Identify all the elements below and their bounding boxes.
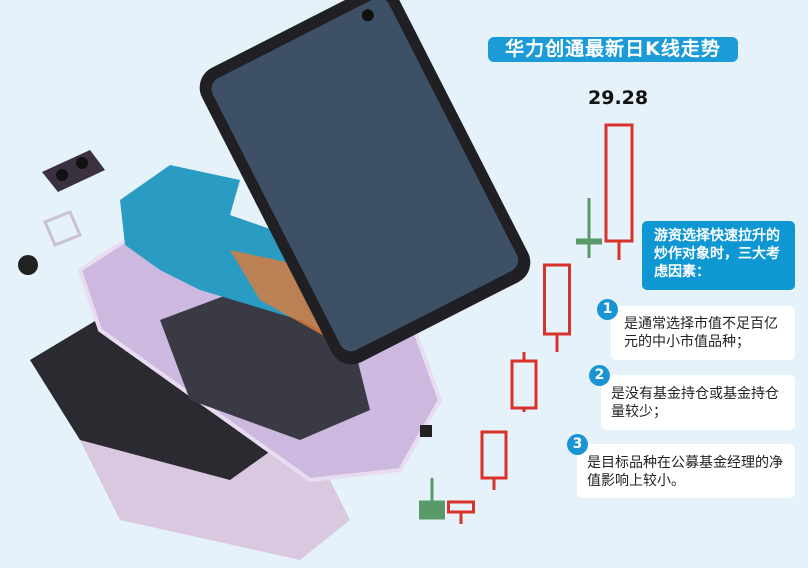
chart-title: 华力创通最新日K线走势: [488, 37, 738, 62]
candle-body-6: [576, 238, 602, 245]
candlestick-chart: [419, 123, 634, 524]
camera-module: [42, 150, 105, 192]
candle-body-3: [480, 430, 508, 480]
candle-body-7: [604, 123, 634, 243]
factor-item-2: 是没有基金持仓或基金持仓量较少；: [601, 375, 795, 430]
phone-screen: [199, 0, 531, 365]
factor-number-badge: 2: [589, 365, 610, 386]
factor-number-badge: 1: [597, 299, 618, 320]
candle-body-1: [419, 500, 445, 520]
candle-body-2: [447, 500, 475, 514]
connector: [420, 425, 432, 437]
front-camera: [18, 255, 38, 275]
factor-text: 是目标品种在公募基金经理的净值影响上较小。: [587, 455, 783, 489]
factor-item-1: 是通常选择市值不足百亿元的中小市值品种；: [611, 306, 795, 360]
factor-item-3: 是目标品种在公募基金经理的净值影响上较小。: [577, 444, 795, 498]
factor-number-badge: 3: [567, 434, 588, 455]
factor-text: 是通常选择市值不足百亿元的中小市值品种；: [624, 316, 778, 350]
factor-heading: 游资选择快速拉升的炒作对象时，三大考虑因素：: [642, 221, 795, 290]
candle-body-4: [510, 359, 538, 410]
factor-text: 是没有基金持仓或基金持仓量较少；: [611, 386, 779, 420]
candle-body-5: [543, 263, 571, 336]
sim-tray: [43, 210, 82, 247]
price-label: 29.28: [588, 87, 649, 109]
